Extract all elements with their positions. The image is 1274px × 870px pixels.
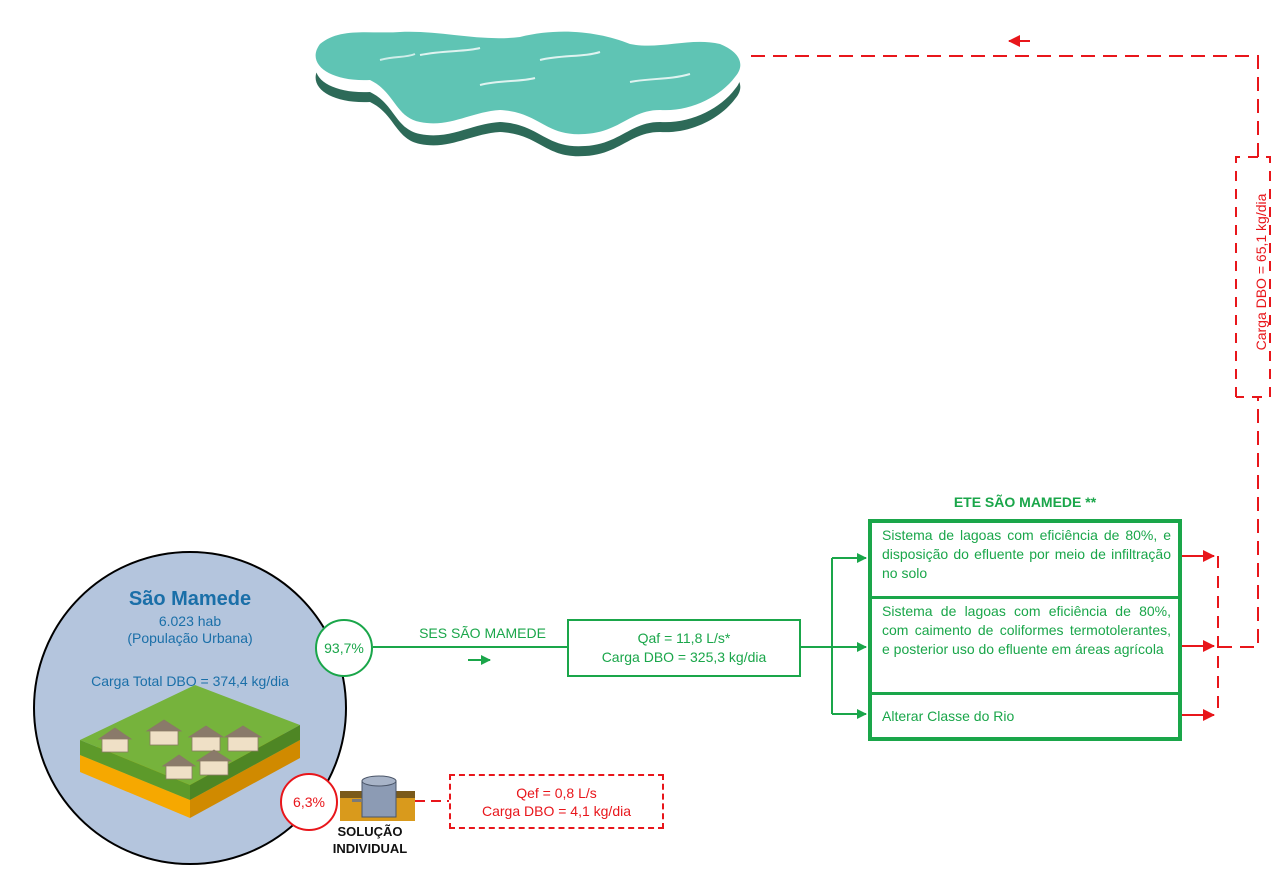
lake-icon	[315, 31, 741, 157]
discharge-path	[748, 55, 1271, 648]
discharge-load: Carga DBO = 65,1 kg/dia	[1253, 193, 1269, 351]
affluent-flow: Qaf = 11,8 L/s*	[637, 630, 731, 646]
individual-label-line1: SOLUÇÃO	[337, 824, 403, 839]
individual-load-value: Carga DBO = 4,1 kg/dia	[481, 802, 632, 819]
ses-label: SES SÃO MAMEDE	[419, 625, 546, 641]
individual-solution-label: SOLUÇÃO INDIVIDUAL	[325, 823, 415, 857]
septic-tank-icon	[340, 775, 415, 821]
city-population: 6.023 hab	[158, 613, 222, 629]
collection-flow	[373, 553, 867, 719]
affluent-box: Qaf = 11,8 L/s* Carga DBO = 325,3 kg/dia	[567, 619, 801, 677]
ete-outputs	[1182, 550, 1219, 721]
ete-option-3: Alterar Classe do Rio	[882, 707, 1015, 724]
affluent-load: Carga DBO = 325,3 kg/dia	[601, 649, 767, 665]
individual-flow-value: Qef = 0,8 L/s	[516, 784, 597, 801]
ete-option-2: Sistema de lagoas com eficiência de 80%,…	[872, 599, 1178, 695]
ete-title: ETE SÃO MAMEDE **	[953, 494, 1097, 510]
city-total-load: Carga Total DBO = 374,4 kg/dia	[91, 673, 289, 689]
city-population-type: (População Urbana)	[127, 630, 253, 646]
individual-label-line2: INDIVIDUAL	[332, 841, 408, 856]
collection-percent: 93,7%	[315, 619, 373, 677]
ete-options-box: Sistema de lagoas com eficiência de 80%,…	[868, 519, 1182, 741]
individual-effluent-box: Qef = 0,8 L/s Carga DBO = 4,1 kg/dia	[449, 774, 664, 829]
individual-percent: 6,3%	[280, 773, 338, 831]
houses-icon	[80, 685, 300, 818]
ete-option-1: Sistema de lagoas com eficiência de 80%,…	[872, 523, 1178, 599]
city-name: São Mamede	[128, 588, 252, 610]
